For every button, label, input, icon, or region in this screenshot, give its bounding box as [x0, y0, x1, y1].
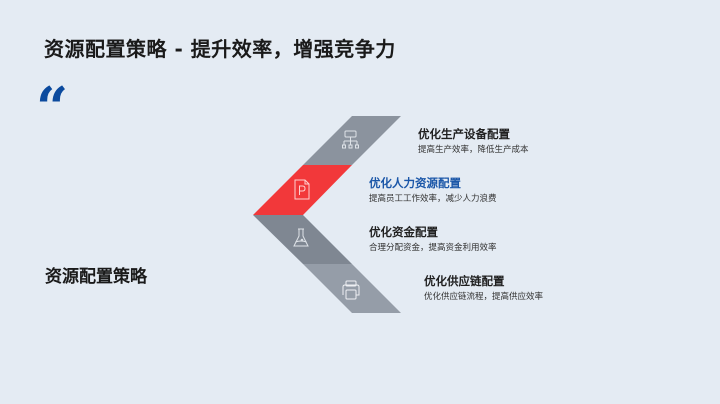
item-description: 优化供应链流程，提高供应效率: [424, 292, 544, 302]
list-item: 优化生产设备配置 提高生产效率，降低生产成本: [418, 126, 529, 157]
document-p-icon: [294, 179, 310, 200]
item-heading: 优化供应链配置: [424, 274, 505, 288]
item-heading: 优化资金配置: [369, 225, 438, 239]
list-item: 优化资金配置 合理分配资金，提高资金利用效率: [369, 224, 497, 255]
item-heading: 优化人力资源配置: [369, 176, 461, 190]
section-subtitle: 资源配置策略: [45, 267, 147, 287]
slide-title: 资源配置策略 - 提升效率，增强竞争力: [44, 37, 396, 61]
chevron-segment-4[interactable]: [303, 264, 401, 313]
item-heading: 优化生产设备配置: [418, 127, 510, 141]
item-description: 提高生产效率，降低生产成本: [418, 145, 529, 155]
list-item-active: 优化人力资源配置 提高员工工作效率，减少人力浪费: [369, 175, 497, 206]
flask-icon: [293, 228, 309, 247]
printer-icon: [342, 280, 360, 300]
item-description: 合理分配资金，提高资金利用效率: [369, 243, 497, 253]
item-description: 提高员工工作效率，减少人力浪费: [369, 194, 497, 204]
chevron-segment-2[interactable]: [253, 165, 352, 215]
quote-mark-icon: “: [36, 75, 69, 141]
list-item: 优化供应链配置 优化供应链流程，提高供应效率: [424, 273, 543, 304]
hierarchy-icon: [342, 130, 359, 149]
